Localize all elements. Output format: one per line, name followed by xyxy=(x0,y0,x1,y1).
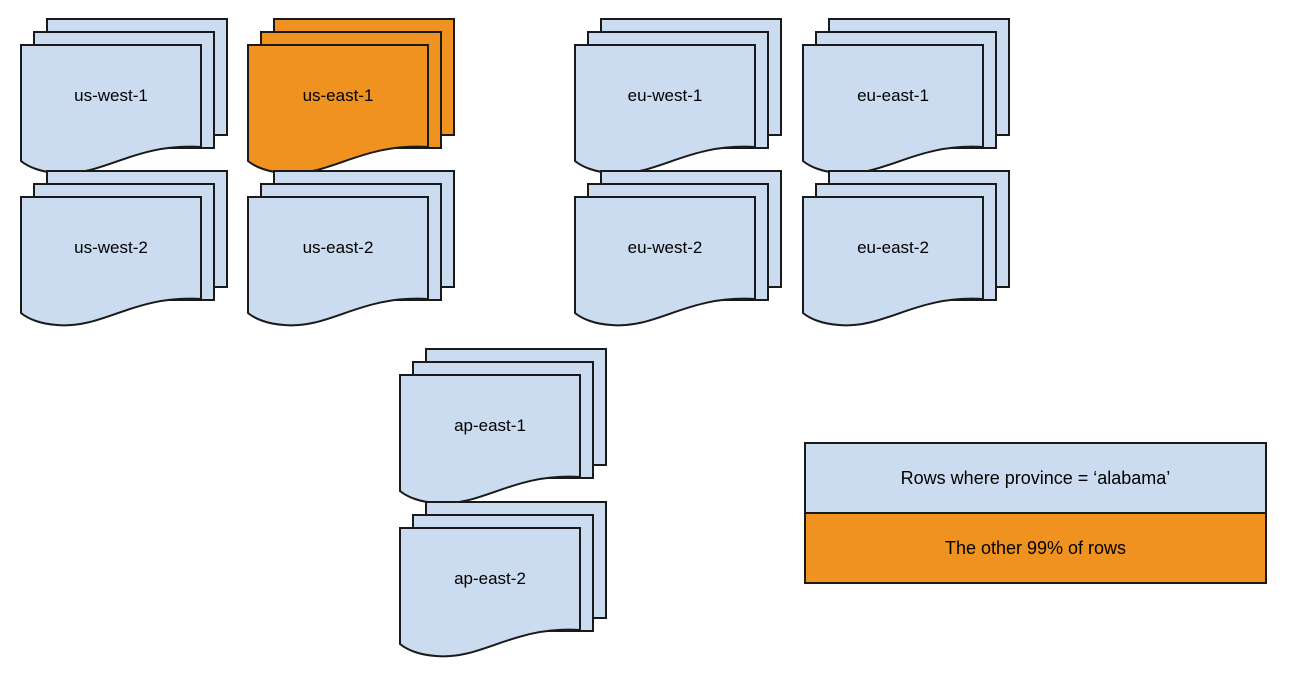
legend-row-alabama: Rows where province = ‘alabama’ xyxy=(806,444,1265,514)
document-stack-shape xyxy=(802,170,1010,327)
document-stack-eu-west-2[interactable]: eu-west-2 xyxy=(573,169,783,327)
document-stack-shape xyxy=(574,18,782,175)
document-stack-shape xyxy=(802,18,1010,175)
document-stack-shape xyxy=(20,18,228,175)
document-sheet-front xyxy=(802,196,984,327)
legend: Rows where province = ‘alabama’ The othe… xyxy=(804,442,1267,584)
document-sheet-front xyxy=(574,44,756,175)
document-stack-ap-east-1[interactable]: ap-east-1 xyxy=(398,347,608,505)
document-stack-us-east-1[interactable]: us-east-1 xyxy=(246,17,456,175)
legend-label-other: The other 99% of rows xyxy=(944,537,1127,558)
document-sheet-front xyxy=(399,527,581,658)
document-stack-shape xyxy=(399,501,607,658)
legend-label-alabama: Rows where province = ‘alabama’ xyxy=(900,467,1171,488)
document-sheet-front xyxy=(247,44,429,175)
document-stack-eu-west-1[interactable]: eu-west-1 xyxy=(573,17,783,175)
document-sheet-front xyxy=(802,44,984,175)
document-stack-shape xyxy=(247,18,455,175)
document-stack-shape xyxy=(574,170,782,327)
document-sheet-front xyxy=(247,196,429,327)
document-stack-us-west-2[interactable]: us-west-2 xyxy=(19,169,229,327)
document-stack-ap-east-2[interactable]: ap-east-2 xyxy=(398,500,608,658)
document-stack-shape xyxy=(399,348,607,505)
document-sheet-front xyxy=(574,196,756,327)
document-stack-us-west-1[interactable]: us-west-1 xyxy=(19,17,229,175)
document-stack-shape xyxy=(20,170,228,327)
document-sheet-front xyxy=(20,44,202,175)
legend-row-other: The other 99% of rows xyxy=(806,514,1265,582)
document-stack-shape xyxy=(247,170,455,327)
document-stack-us-east-2[interactable]: us-east-2 xyxy=(246,169,456,327)
document-sheet-front xyxy=(20,196,202,327)
document-sheet-front xyxy=(399,374,581,505)
document-stack-eu-east-1[interactable]: eu-east-1 xyxy=(801,17,1011,175)
document-stack-eu-east-2[interactable]: eu-east-2 xyxy=(801,169,1011,327)
